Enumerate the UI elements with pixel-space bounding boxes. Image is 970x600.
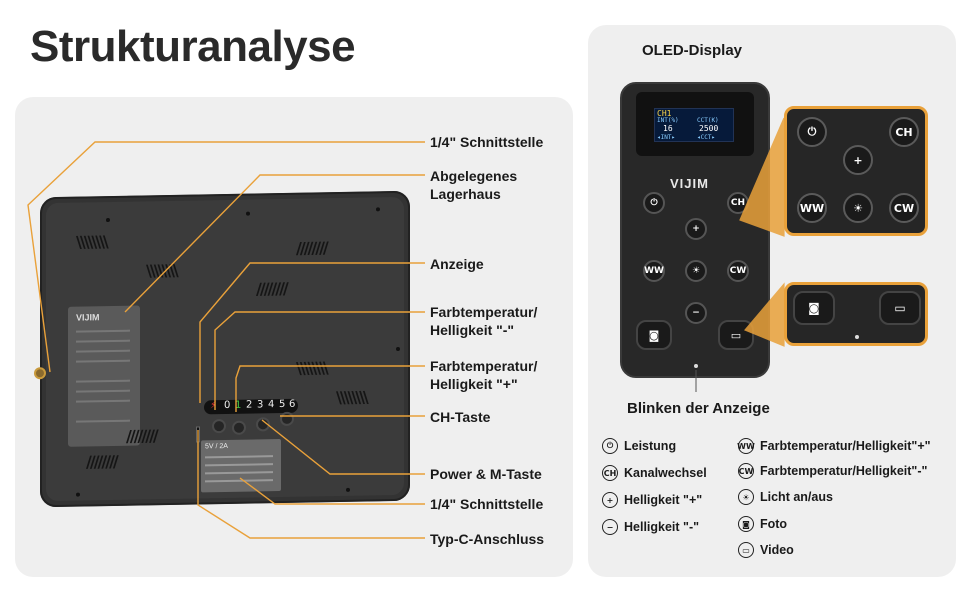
legend-item: CW Farbtemperatur/Helligkeit"-" (738, 463, 927, 479)
remote-cw-button[interactable]: CW (727, 260, 749, 282)
legend-item: − Helligkeit "-" (602, 519, 699, 535)
callout-minus-2: Helligkeit "-" (430, 322, 515, 338)
zoom-ch-button[interactable]: CH (889, 117, 919, 147)
remote-device: CH1 INT(%) CCT(K) 16 2500 ◂INT▸ ◂CCT▸ VI… (620, 82, 770, 378)
zoom-power-button[interactable]: ⏻ (797, 117, 827, 147)
legend-item: ☀ Licht an/aus (738, 489, 833, 505)
zoom-video-button[interactable]: ▭ (879, 291, 921, 325)
oled-channel: CH1 (657, 109, 672, 118)
callout-power: Power & M-Taste (430, 466, 542, 482)
remote-video-button[interactable]: ▭ (718, 320, 754, 350)
zoom-top-buttons: ⏻ CH + WW ☀ CW (784, 106, 928, 236)
legend-label: Kanalwechsel (624, 466, 707, 480)
zoom-bottom-buttons: ◙ ▭ (784, 282, 928, 346)
oled-screen: CH1 INT(%) CCT(K) 16 2500 ◂INT▸ ◂CCT▸ (654, 108, 734, 142)
callout-thread-bottom: 1/4" Schnittstelle (430, 496, 544, 512)
remote-plus-button[interactable]: + (685, 218, 707, 240)
callout-plus-1: Farbtemperatur/ (430, 358, 538, 374)
legend-label: Licht an/aus (760, 490, 833, 504)
zoom-plus-button[interactable]: + (843, 145, 873, 175)
cw-icon: CW (738, 463, 754, 479)
light-bulb-icon: ☀ (738, 489, 754, 505)
zoom-ww-button[interactable]: WW (797, 193, 827, 223)
zoom-photo-button[interactable]: ◙ (793, 291, 835, 325)
remote-brand: VIJIM (670, 176, 709, 191)
power-icon: ⏻ (602, 438, 618, 454)
legend-item: WW Farbtemperatur/Helligkeit"+" (737, 438, 931, 454)
remote-ww-button[interactable]: WW (643, 260, 665, 282)
legend-label: Farbtemperatur/Helligkeit"+" (760, 439, 931, 453)
remote-led (694, 364, 698, 368)
plus-icon: + (602, 492, 618, 508)
ww-icon: WW (737, 438, 755, 454)
legend-label: Video (760, 543, 794, 557)
blink-heading: Blinken der Anzeige (627, 400, 770, 417)
camera-icon: ◙ (738, 516, 754, 532)
callout-typec: Typ-C-Anschluss (430, 531, 545, 547)
legend-item: + Helligkeit "+" (602, 492, 702, 508)
remote-light-button[interactable]: ☀ (685, 260, 707, 282)
oled-heading: OLED-Display (642, 42, 743, 59)
minus-icon: − (602, 519, 618, 535)
callout-plus-2: Helligkeit "+" (430, 376, 518, 392)
legend-label: Leistung (624, 439, 677, 453)
legend-label: Foto (760, 517, 788, 531)
legend-item: ⏻ Leistung (602, 438, 676, 454)
legend-item: CH Kanalwechsel (602, 465, 707, 481)
oled-cct-label: CCT(K) (697, 117, 719, 124)
legend-label: Helligkeit "-" (624, 520, 700, 534)
oled-int-button: ◂INT▸ (657, 134, 676, 141)
callout-warehouse-1: Abgelegenes (430, 168, 518, 184)
page-title: Strukturanalyse (30, 22, 356, 71)
oled-int-label: INT(%) (657, 117, 679, 124)
oled-display: CH1 INT(%) CCT(K) 16 2500 ◂INT▸ ◂CCT▸ (636, 92, 754, 156)
oled-cct-button: ◂CCT▸ (697, 134, 716, 141)
zoom-cw-button[interactable]: CW (889, 193, 919, 223)
callout-minus-1: Farbtemperatur/ (430, 304, 538, 320)
legend-label: Helligkeit "+" (624, 493, 703, 507)
legend-label: Farbtemperatur/Helligkeit"-" (760, 464, 928, 478)
remote-minus-button[interactable]: − (685, 302, 707, 324)
zoom-led (855, 335, 859, 339)
ch-icon: CH (602, 465, 618, 481)
legend-item: ▭ Video (738, 542, 794, 558)
callout-ch: CH-Taste (430, 409, 491, 425)
callout-display: Anzeige (430, 256, 484, 272)
legend-item: ◙ Foto (738, 516, 787, 532)
zoom-light-button[interactable]: ☀ (843, 193, 873, 223)
callout-warehouse-2: Lagerhaus (430, 186, 501, 202)
video-icon: ▭ (738, 542, 754, 558)
callout-thread-top: 1/4" Schnittstelle (430, 134, 544, 150)
oled-cct-value: 2500 (699, 124, 719, 133)
remote-power-button[interactable]: ⏻ (643, 192, 665, 214)
remote-photo-button[interactable]: ◙ (636, 320, 672, 350)
oled-int-value: 16 (663, 124, 673, 133)
